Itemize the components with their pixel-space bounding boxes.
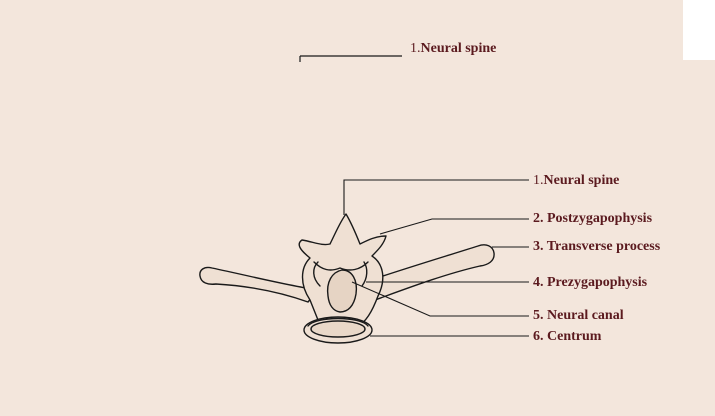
label-number: 6. bbox=[533, 329, 544, 344]
corner-white-box bbox=[683, 0, 715, 60]
label-number: 1. bbox=[533, 173, 544, 188]
top-label-text: Neural spine bbox=[420, 41, 497, 56]
label-number: 5. bbox=[533, 308, 544, 323]
label-number: 3. bbox=[533, 239, 544, 254]
label-text: Neural spine bbox=[543, 173, 620, 188]
right-transverse-process-shape bbox=[361, 244, 495, 301]
label-number: 2. bbox=[533, 211, 544, 226]
leader-lines bbox=[343, 179, 529, 337]
label-number: 4. bbox=[533, 275, 544, 290]
top-label-neural-spine: 1.Neural spine bbox=[410, 41, 496, 57]
left-transverse-process-shape bbox=[199, 266, 319, 303]
label-neural-canal: 5. Neural canal bbox=[533, 308, 624, 324]
neural-canal-shape bbox=[326, 269, 358, 313]
top-label-number: 1. bbox=[410, 41, 421, 56]
label-text: Transverse process bbox=[546, 239, 661, 254]
leader-line-neural-canal bbox=[351, 281, 529, 317]
leader-line-neural-spine bbox=[343, 179, 529, 215]
label-postzygapophysis: 2. Postzygapophysis bbox=[533, 211, 652, 227]
vertebra-illustration bbox=[199, 213, 495, 344]
label-transverse-process: 3. Transverse process bbox=[533, 239, 660, 255]
label-prezygapophysis: 4. Prezygapophysis bbox=[533, 275, 647, 291]
label-neural-spine: 1.Neural spine bbox=[533, 173, 619, 189]
leader-line-postzygapophysis bbox=[379, 218, 529, 235]
label-text: Prezygapophysis bbox=[547, 275, 648, 290]
label-centrum: 6. Centrum bbox=[533, 329, 601, 345]
label-text: Centrum bbox=[547, 329, 602, 344]
label-text: Neural canal bbox=[547, 308, 624, 323]
label-text: Postzygapophysis bbox=[547, 211, 653, 226]
top-leader-line bbox=[299, 55, 402, 62]
